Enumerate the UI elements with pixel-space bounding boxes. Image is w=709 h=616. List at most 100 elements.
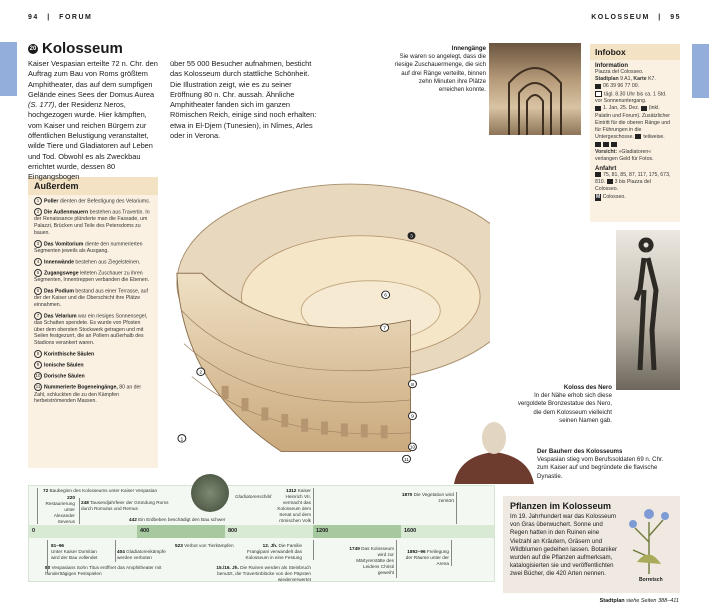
scale-1600: 1600 <box>404 528 417 534</box>
event-year: 523 <box>175 543 183 548</box>
caution: »Gladiatoren« verlangen Geld für Fotos. <box>595 148 654 162</box>
anfahrt-heading: Anfahrt <box>595 166 617 173</box>
caution-label: Vorsicht: <box>595 148 618 155</box>
infobox-title: Infobox <box>590 44 680 60</box>
label-1 <box>177 434 187 443</box>
intro-column-2: über 55 000 Besucher aufnahmen, besticht… <box>170 59 317 141</box>
page-ref-link[interactable]: (S. 177) <box>28 100 55 110</box>
anfahrt-details: 75, 81, 85, 87, 117, 175, 673, 810. 3 bi… <box>590 172 680 201</box>
event-12jh: 12. Jh. Die Familie Frangipani verwandel… <box>242 543 302 561</box>
event-15-16jh: 15./16. Jh. Die Ruinen werden als Steinb… <box>205 565 311 583</box>
timeline-tick-line <box>47 540 48 574</box>
bust-icon <box>454 422 534 484</box>
separator: | <box>658 14 662 21</box>
event-year: 81–96 <box>51 543 65 548</box>
timeline-tick-line <box>451 540 452 566</box>
wheelchair-icon <box>635 134 642 140</box>
caption-title: Koloss des Nero <box>563 384 612 391</box>
item-text: bestehen aus Ziegelsteinen. <box>73 259 141 266</box>
access: teilweise. <box>643 134 665 141</box>
item-term: Das Podium <box>44 288 74 295</box>
item-text: leiteten Zuschauer zu ihren Segmenten, I… <box>34 270 150 284</box>
label-2-text: 2 <box>199 370 202 376</box>
number-circle-icon: 1 <box>34 197 42 205</box>
bus-icon <box>595 172 601 178</box>
stadtplan-value: 9 A1, <box>618 76 634 83</box>
scale-800: 800 <box>228 528 238 534</box>
footer-text: siehe Seiten 388–411 <box>624 598 679 604</box>
number-circle-icon: 3 <box>34 239 42 248</box>
chapter-tab-right <box>692 44 709 98</box>
photo-inner-corridor <box>489 43 581 135</box>
address: Piazza del Colosseo. <box>595 69 644 75</box>
col1-text: Kaiser Vespasian erteilte 72 n. Chr. den… <box>28 59 158 99</box>
closed-days: 1. Jan, 25. Dez. <box>603 105 640 112</box>
item-text: bestand aus einer Terrasse, auf der der … <box>34 288 148 308</box>
timeline-tick-line <box>79 498 80 524</box>
event-text: Kaiser Heinrich VII. vermacht das Koloss… <box>277 488 311 523</box>
photo-vespasian-bust <box>454 418 534 484</box>
timeline-tick-line <box>313 488 314 524</box>
timeline-tick-line <box>396 540 397 578</box>
caption-title: Der Bauherr des Kolosseums <box>537 448 623 455</box>
section-right: KOLOSSEUM <box>591 14 650 21</box>
event-72: 72 Baubeginn des Kolosseums unter Kaiser… <box>43 488 213 494</box>
number-circle-icon: 6 <box>34 286 42 295</box>
bus-lines: 75, 81, 85, 87, 117, 175, 673, 810. <box>595 172 671 186</box>
item-text: 80 an der Zahl, schluckten die zu den Kä… <box>34 384 142 405</box>
gladiator-shield-photo <box>191 474 229 512</box>
sight-number-badge: 20 <box>28 43 38 54</box>
item-term: Dorische Säulen <box>44 373 85 380</box>
event-220: 220 Restaurierung unter Alexander Severu… <box>43 495 75 525</box>
item-term: Innenwände <box>44 259 74 266</box>
hours: tägl. 8.30 Uhr bis ca. 1 Std. vor Sonnen… <box>595 90 667 105</box>
phone: 06 39 96 77 00. <box>603 83 640 90</box>
karte-value: K7. <box>646 76 656 83</box>
page-title: 20 Kolosseum <box>28 40 123 57</box>
number-circle-icon: 7 <box>34 311 42 320</box>
event-text: Das Kolosseum wird zur Märtyrerstätte de… <box>356 546 394 575</box>
karte-label: Karte <box>633 76 647 83</box>
event-1870: 1870 Die Vegetation wird zerstört <box>399 492 454 504</box>
event-1749: 1749 Das Kolosseum wird zur Märtyrerstät… <box>349 546 394 576</box>
col1-cont: , der Residenz Neros, hochgezogen wurde.… <box>28 100 153 182</box>
event-442: 442 Ein Erdbeben beschädigt den Bau schw… <box>129 517 249 523</box>
event-248: 248 Tausendjahrfeier der Gründung Roms d… <box>81 500 171 512</box>
clock-icon <box>595 90 602 97</box>
caption-text: Sie waren so angelegt, dass die riesige … <box>394 53 486 94</box>
event-text: Tausendjahrfeier der Gründung Roms durch… <box>81 500 169 511</box>
item-text: bestehen aus Travertin. In der Renaissan… <box>34 209 150 236</box>
event-1892-96: 1892–96 Freilegung der Räume unter der A… <box>401 549 449 567</box>
event-404: 404 Gladiatorenkämpfe werden verboten <box>117 549 177 561</box>
statue-silhouette-icon <box>633 237 659 371</box>
item-term: Die Außenmauern <box>44 209 89 216</box>
plants-title: Pflanzen im Kolosseum <box>510 501 612 511</box>
timeline: 0 400 800 1200 1600 72 Baubeginn des Kol… <box>28 474 495 583</box>
event-text: Verbot von Tierkämpfen <box>182 543 234 548</box>
plant-caption: Borretsch <box>639 577 663 583</box>
item-term: Nummerierte Bogeneingänge, <box>44 384 118 391</box>
item-text: diente den nummerierten Segmenten jeweil… <box>34 241 143 254</box>
event-year: 72 <box>43 488 49 493</box>
intro-column-1: Kaiser Vespasian erteilte 72 n. Chr. den… <box>28 59 160 183</box>
event-text: Restaurierung unter Alexander Severus <box>45 501 75 524</box>
info-details: Piazza del Colosseo. Stadtplan 9 A1, Kar… <box>590 69 680 163</box>
event-text: Baubeginn des Kolosseums unter Kaiser Ve… <box>48 488 158 493</box>
caption-innengaenge: Innengänge Sie waren so angelegt, dass d… <box>394 45 486 94</box>
label-6-text: 6 <box>384 293 387 299</box>
phone-icon <box>595 83 601 89</box>
shield-caption: Gladiatorenschild <box>235 494 272 499</box>
event-text: Die Familie Frangipani verwandelt das Ko… <box>245 543 302 560</box>
item-term: Poller <box>44 198 59 205</box>
number-circle-icon: 2 <box>34 208 42 217</box>
closed-icon <box>595 105 601 111</box>
number-circle-icon: 5 <box>34 268 42 277</box>
event-year: 1870 <box>401 492 413 497</box>
corridor-arches-icon <box>508 67 562 135</box>
